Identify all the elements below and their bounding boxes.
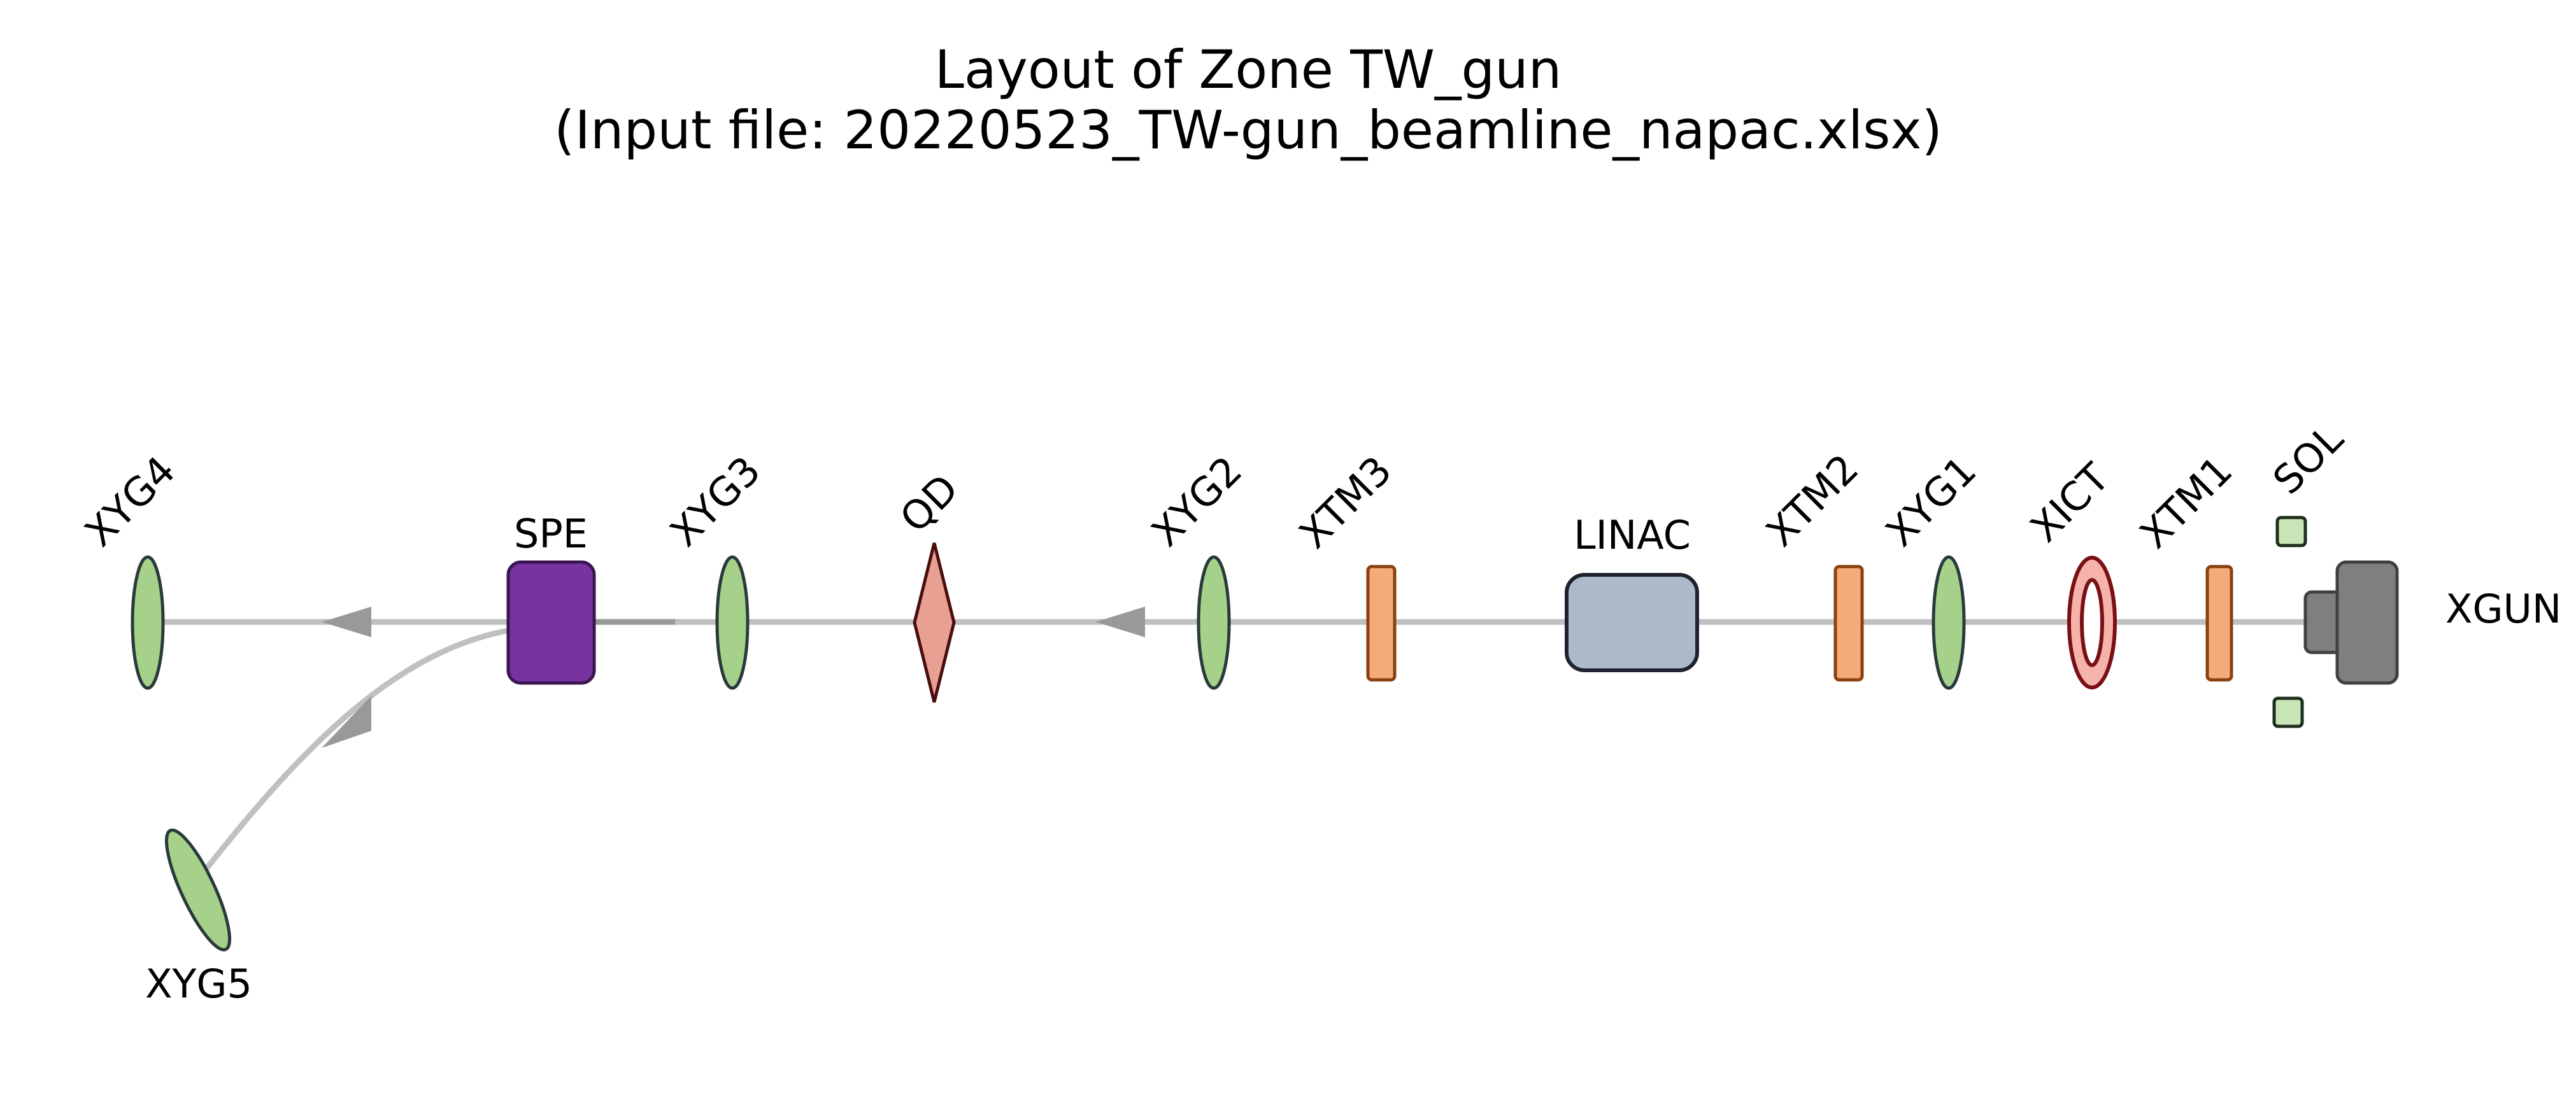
qd-symbol — [913, 542, 956, 703]
diagram-subtitle: (Input file: 20220523_TW-gun_beamline_na… — [554, 99, 1942, 161]
xyg3-symbol — [715, 555, 750, 690]
direction-arrow-left-2 — [322, 607, 371, 637]
xyg1-label: XYG1 — [1877, 447, 1985, 555]
xyg4-symbol — [131, 555, 165, 690]
linac-label: LINAC — [1574, 512, 1691, 558]
sol-coil-top — [2275, 516, 2307, 547]
xtm3-symbol — [1366, 565, 1397, 682]
qd-label: QD — [891, 465, 967, 542]
xyg2-label: XYG2 — [1142, 447, 1251, 555]
xtm3-label: XTM3 — [1290, 447, 1400, 557]
diagram-title: Layout of Zone TW_gun — [935, 39, 1562, 101]
xtm1-symbol — [2205, 565, 2233, 682]
xyg5-symbol — [165, 828, 231, 952]
sol-label: SOL — [2264, 415, 2352, 504]
xyg5-label: XYG5 — [145, 961, 252, 1007]
direction-arrow-left-1 — [1095, 607, 1145, 637]
xtm1-label: XTM1 — [2131, 447, 2241, 557]
beamline-branch-curve — [201, 627, 510, 874]
sol-coil-bottom — [2272, 696, 2304, 728]
sol-symbol — [2272, 516, 2307, 728]
direction-arrow-branch — [322, 696, 371, 748]
beamline — [148, 619, 2318, 874]
xtm2-label: XTM2 — [1757, 445, 1867, 555]
xgun-symbol — [2303, 560, 2399, 685]
xyg2-symbol — [1197, 555, 1231, 690]
xgun-body-large — [2335, 560, 2399, 685]
xict-label: XICT — [2021, 454, 2119, 551]
beam-direction-arrows — [322, 607, 1145, 748]
xtm2-symbol — [1833, 565, 1864, 682]
xyg4-label: XYG4 — [76, 447, 184, 555]
spe-label: SPE — [514, 511, 588, 557]
xict-symbol — [2067, 556, 2117, 689]
xgun-label: XGUN — [2445, 586, 2561, 632]
xyg3-label: XYG3 — [661, 447, 769, 555]
xyg1-symbol — [1932, 555, 1966, 690]
spe-symbol — [506, 560, 596, 685]
linac-symbol — [1565, 573, 1699, 672]
xict-inner-ring — [2080, 578, 2104, 667]
